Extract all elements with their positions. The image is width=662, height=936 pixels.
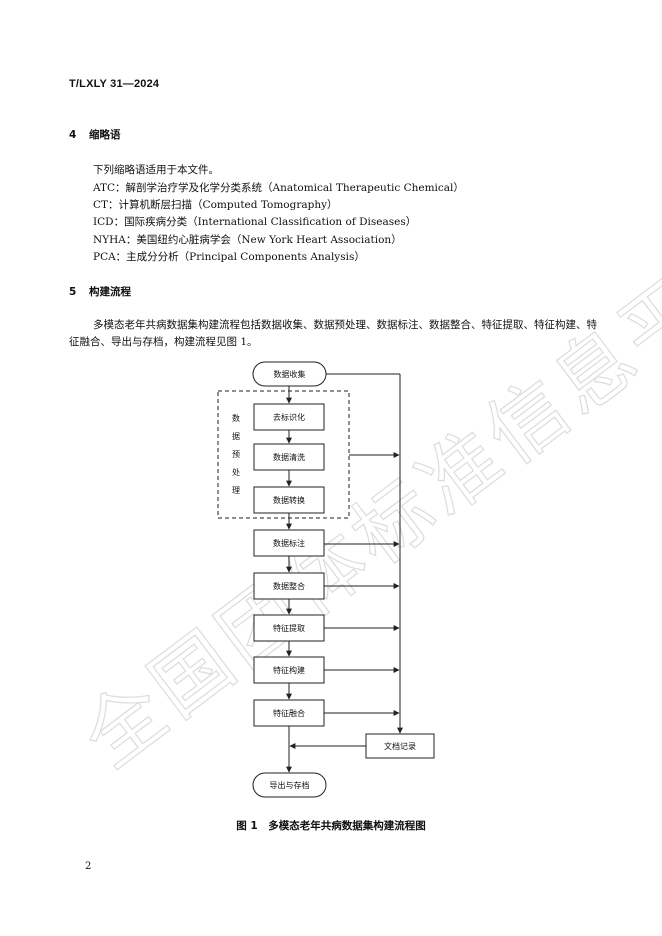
flow-record-box (365, 733, 435, 759)
flow-step-label: 数据转换 (273, 495, 305, 505)
section-4-number: 4 (69, 129, 77, 141)
flow-step-label: 特征提取 (273, 623, 305, 633)
flow-record-label: 文档记录 (384, 741, 416, 751)
flow-step-label: 特征融合 (273, 708, 305, 718)
figure-caption: 图 1 多模态老年共病数据集构建流程图 (236, 820, 426, 832)
section-5-heading: 5 构建流程 (69, 284, 131, 299)
abbreviation-item: NYHA：美国纽约心脏病学会（New York Heart Associatio… (93, 234, 402, 246)
abbreviation-item: ICD：国际疾病分类（International Classification … (93, 216, 417, 228)
flow-end-box (252, 772, 327, 798)
page-number: 2 (85, 861, 92, 872)
flow-step-box (253, 486, 325, 514)
flow-step-label: 数据整合 (273, 581, 305, 591)
flow-step-label: 去标识化 (273, 412, 305, 422)
group-label-char: 数 (232, 413, 240, 423)
flow-step-label: 数据标注 (273, 538, 305, 548)
section-5-number: 5 (69, 286, 77, 298)
flow-step-box (253, 614, 325, 642)
section-5-paragraph: 多模态老年共病数据集构建流程包括数据收集、数据预处理、数据标注、数据整合、特征提… (69, 319, 597, 348)
group-label-char: 据 (232, 431, 240, 441)
flow-step-label: 数据清洗 (273, 452, 305, 462)
flow-step-box (253, 403, 325, 431)
flow-step-label: 特征构建 (273, 665, 305, 675)
abbreviation-item: ATC：解剖学治疗学及化学分类系统（Anatomical Therapeutic… (93, 182, 464, 194)
group-label-char: 理 (232, 486, 240, 495)
group-label-char: 预 (232, 449, 240, 459)
section-5-title: 构建流程 (89, 286, 131, 298)
group-label-char: 处 (232, 467, 240, 477)
section-4-title: 缩略语 (89, 129, 121, 141)
flow-step-box (253, 699, 325, 727)
section-4-intro: 下列缩略语适用于本文件。 (93, 164, 219, 176)
flow-start-label: 数据收集 (274, 369, 306, 379)
abbreviation-item: CT：计算机断层扫描（Computed Tomography） (93, 199, 338, 211)
standard-code: T/LXLY 31—2024 (69, 78, 160, 90)
preprocess-group-box (217, 390, 350, 519)
abbreviation-item: PCA：主成分分析（Principal Components Analysis） (93, 251, 365, 263)
flow-end-label: 导出与存档 (270, 780, 310, 790)
flow-step-box (253, 443, 325, 471)
section-4-heading: 4 缩略语 (69, 127, 121, 142)
